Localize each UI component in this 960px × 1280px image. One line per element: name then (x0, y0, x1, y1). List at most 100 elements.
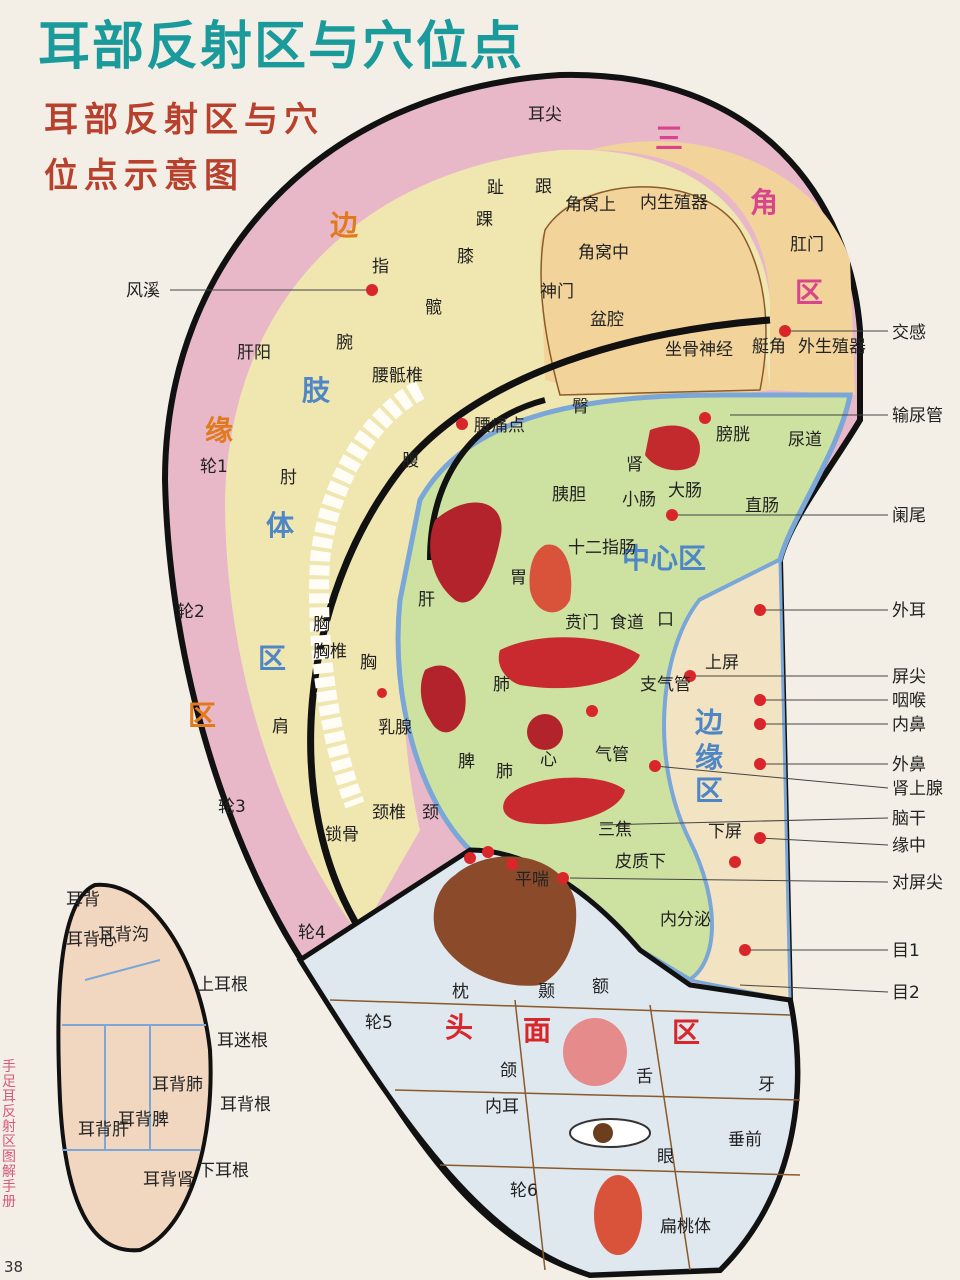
label-helix2: 轮2 (177, 602, 205, 622)
label-helix1: 轮1 (200, 457, 228, 477)
label-eye: 眼 (657, 1147, 674, 1167)
label-lower-tragus: 下屏 (708, 822, 742, 842)
ear-back-labels: 耳背 耳背心 耳背沟 上耳根 耳迷根 耳背肺 耳背肝 耳背脾 耳背根 下耳根 耳… (66, 890, 271, 1190)
label-liver-yang: 肝阳 (237, 343, 271, 363)
dot-tragus-tip (684, 670, 696, 682)
label-cymba: 艇角 (752, 337, 786, 357)
dot-throat (754, 694, 766, 706)
label-stomach: 胃 (510, 568, 527, 588)
label-upper-tragus: 上屏 (705, 653, 739, 673)
label-occiput: 枕 (452, 982, 469, 1002)
dot-head (482, 846, 494, 858)
triangle-zone-inner (540, 186, 767, 396)
label-sciatic: 坐骨神经 (665, 340, 733, 360)
callout-antitragus-tip: 对屏尖 (892, 873, 943, 893)
label-helix3: 轮3 (218, 797, 246, 817)
subtitle-line-1: 耳部反射区与穴 (44, 100, 324, 140)
label-buttock: 臀 (572, 397, 589, 417)
callout-yuanzhong: 缘中 (892, 836, 926, 856)
label-finger: 指 (372, 257, 389, 277)
label-trachea: 支气管 (640, 675, 691, 695)
callout-lines (170, 289, 889, 993)
callout-throat: 咽喉 (892, 691, 926, 711)
label-lung-2: 肺 (496, 762, 513, 782)
region-edge-3: 区 (695, 774, 723, 807)
label-spleen: 脾 (458, 752, 475, 772)
label-helix6: 轮6 (510, 1181, 538, 1201)
callout-tragus-tip: 屏尖 (892, 667, 926, 687)
callout-outer-nose: 外鼻 (892, 755, 926, 775)
callout-adrenal: 肾上腺 (892, 779, 943, 799)
dot-adrenal (649, 760, 661, 772)
region-yuan: 缘 (205, 414, 233, 447)
page-title: 耳部反射区与穴位点 (38, 17, 525, 77)
callout-labels: 风溪 交感 输尿管 阑尾 外耳 屏尖 咽喉 内鼻 外鼻 肾上腺 脑干 缘中 对屏… (126, 281, 943, 1003)
region-edge-2: 缘 (695, 741, 723, 774)
lung-lower-shape (503, 777, 625, 825)
callout-brainstem: 脑干 (892, 809, 926, 829)
callout-eye1: 目1 (892, 941, 920, 961)
subtitle-line-2: 位点示意图 (44, 156, 244, 196)
back-liver: 耳背肝 (78, 1120, 129, 1140)
label-shenmen: 神门 (540, 282, 574, 302)
label-mouth: 口 (657, 610, 674, 630)
callout-fengxi: 风溪 (126, 281, 160, 301)
label-abdomen: 腹 (402, 451, 419, 471)
label-toe: 趾 (487, 178, 504, 198)
stomach-shape (529, 544, 572, 613)
back-heart: 耳背心 (66, 930, 117, 950)
region-qu-head: 区 (672, 1016, 700, 1049)
back-groove: 耳背沟 (98, 925, 149, 945)
label-cervical: 颈椎 (372, 803, 406, 823)
side-book-title: 手足耳反射区图解手册 (2, 1059, 16, 1210)
label-pelvis: 盆腔 (590, 310, 624, 330)
label-shoulder: 肩 (272, 717, 289, 737)
label-thoracic-1: 胸 (313, 615, 330, 635)
back-heart-1: 耳背 (66, 890, 100, 910)
label-wrist: 腕 (336, 333, 353, 353)
label-urethra: 尿道 (788, 430, 822, 450)
dot-fengxi (366, 284, 378, 296)
kidney-shape (645, 425, 700, 471)
dot-inner-nose (754, 718, 766, 730)
label-clavicle: 锁骨 (325, 825, 359, 845)
label-thoracic: 胸椎 (313, 642, 347, 662)
organ-shapes (309, 381, 700, 1255)
label-rectum: 直肠 (745, 496, 779, 516)
label-lung-1: 肺 (493, 675, 510, 695)
vagus-root: 耳迷根 (217, 1031, 268, 1051)
label-elbow: 肘 (280, 468, 297, 488)
region-center: 中心区 (622, 542, 706, 575)
heart-shape (527, 714, 563, 750)
dot-jiaogan (779, 325, 791, 337)
dot-mammary (377, 688, 387, 698)
label-helix4: 轮4 (298, 923, 326, 943)
region-qu-tri: 区 (795, 276, 823, 309)
back-root: 耳背根 (220, 1095, 271, 1115)
region-san: 三 (655, 122, 683, 155)
dot-outer-nose (754, 758, 766, 770)
back-kidney: 耳背肾 (143, 1170, 194, 1190)
tragus-zone (663, 557, 792, 1002)
acupoint-dots (366, 284, 791, 956)
label-cardia: 贲门 (565, 613, 599, 633)
label-ankle: 踝 (476, 210, 493, 230)
ear-back-grid (62, 959, 206, 1151)
label-endocrine: 内分泌 (660, 910, 711, 930)
throat-shape (594, 1175, 642, 1255)
region-bian: 边 (330, 209, 359, 242)
antihelix-curve (307, 316, 771, 932)
lung-upper-shape (498, 637, 640, 689)
label-inner-ear: 内耳 (485, 1097, 519, 1117)
dot-outer-ear (754, 604, 766, 616)
callout-outer-ear: 外耳 (892, 601, 926, 621)
label-forehead: 额 (592, 977, 609, 997)
region-edge-1: 边 (695, 706, 724, 739)
label-lumbosacral: 腰骶椎 (372, 366, 423, 386)
upper-root: 上耳根 (197, 975, 248, 995)
region-ti: 体 (266, 509, 295, 542)
label-knee: 膝 (457, 247, 474, 267)
label-small-int: 小肠 (622, 490, 656, 510)
label-tongue: 舌 (636, 1067, 653, 1087)
